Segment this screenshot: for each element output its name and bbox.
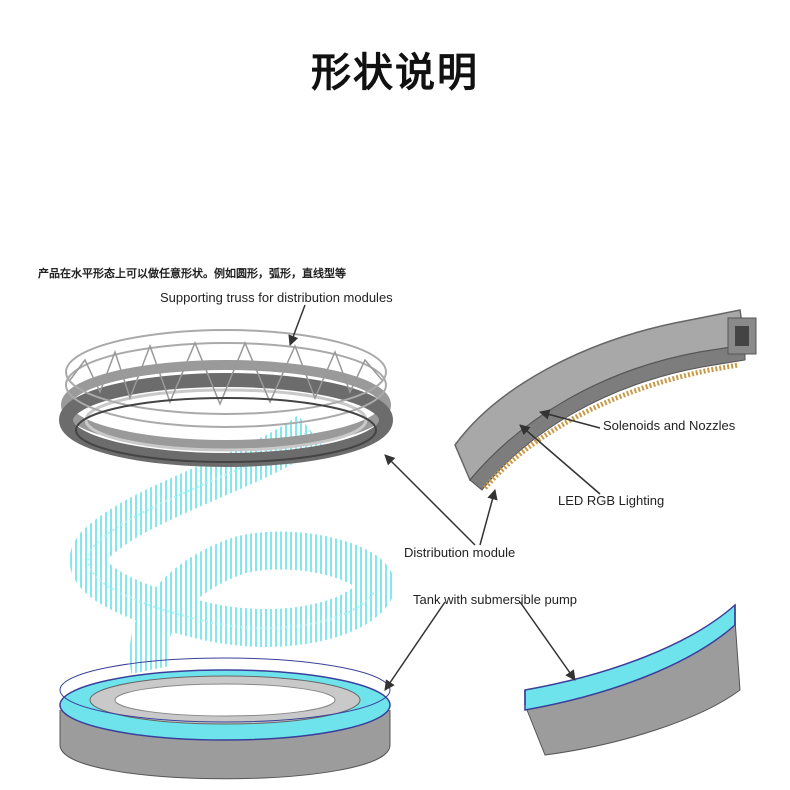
shape-note: 产品在水平形态上可以做任意形状。例如圆形，弧形，直线型等 (38, 267, 346, 280)
truss-label: Supporting truss for distribution module… (160, 290, 393, 305)
upper-ring (59, 329, 393, 467)
lower-tank (59, 657, 391, 780)
page-title: 形状说明 (311, 50, 479, 96)
distribution-module-label: Distribution module (404, 545, 516, 560)
solenoids-label: Solenoids and Nozzles (603, 418, 736, 433)
led-label: LED RGB Lighting (558, 493, 665, 508)
leader-lines (288, 304, 601, 691)
tank-label: Tank with submersible pump (413, 592, 578, 607)
water-curtain (69, 414, 395, 674)
arc-module (454, 309, 757, 491)
arc-tank (524, 603, 741, 756)
